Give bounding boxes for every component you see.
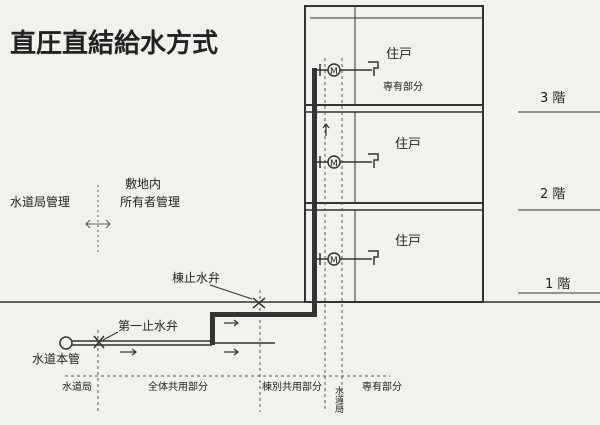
premises-label: 敷地内 (125, 176, 161, 191)
building-valve-symbol (252, 297, 266, 309)
first-valve-symbol (93, 335, 105, 349)
owner-mgmt-label: 所有者管理 (120, 194, 180, 209)
building-valve-leader (209, 284, 253, 300)
floor1-label: 1 階 (545, 277, 570, 292)
diagram-title: 直圧直結給水方式 (10, 28, 218, 59)
first-valve-leader (102, 331, 119, 341)
flow-arrow-head (131, 348, 137, 356)
svg-text:M: M (330, 256, 338, 266)
boundary-arrow-right (105, 219, 111, 229)
bottom-waterworks-vertical-label: 水道局 (333, 385, 344, 414)
main-pipe-label: 水道本管 (32, 351, 80, 366)
bottom-private-label: 専有部分 (362, 380, 402, 393)
flow-arrow-up-head (322, 123, 330, 129)
dwelling-label-2f: 住戸 (395, 137, 421, 152)
floor2-label: 2 階 (540, 187, 565, 202)
meter-2f: M (317, 153, 379, 169)
svg-text:M: M (330, 159, 338, 169)
meter-3f: M (317, 61, 379, 77)
flow-arrow-head (233, 348, 239, 356)
building-valve-label: 棟止水弁 (172, 270, 220, 285)
bottom-common-bldg-label: 棟別共用部分 (262, 380, 322, 393)
boundary-arrow-left (85, 219, 91, 229)
flow-arrow-head (233, 319, 239, 327)
meter-1f: M (317, 250, 379, 266)
dwelling-label-1f: 住戸 (395, 234, 421, 249)
private-part-label: 専有部分 (383, 80, 423, 93)
first-valve-label: 第一止水弁 (118, 318, 178, 333)
bottom-common-all-label: 全体共用部分 (148, 380, 208, 393)
main-pipe-circle (59, 336, 73, 350)
svg-text:M: M (330, 67, 338, 77)
floor3-label: 3 階 (540, 91, 565, 106)
pipe-to-building (210, 312, 315, 317)
dwelling-label-3f: 住戸 (386, 47, 412, 62)
pipe-vertical-riser (312, 68, 317, 317)
pipe-riser-ground (210, 312, 215, 345)
bottom-waterworks-label: 水道局 (62, 380, 92, 393)
waterworks-mgmt-label: 水道局管理 (10, 194, 70, 209)
